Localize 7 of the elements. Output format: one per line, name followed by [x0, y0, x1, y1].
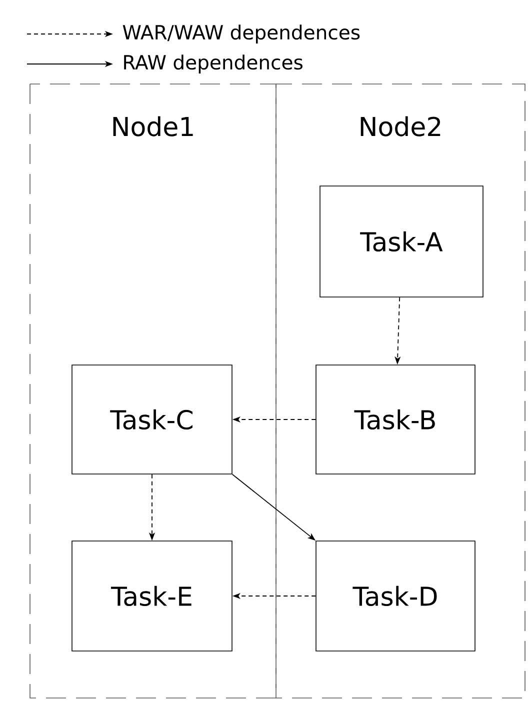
legend-text: WAR/WAW dependences	[122, 24, 360, 44]
task-box: Task-A	[320, 186, 484, 298]
legend-text: RAW dependences	[124, 54, 302, 74]
task-box: Task-E	[72, 540, 232, 652]
task-box: Task-B	[316, 364, 476, 474]
task-box: Task-D	[316, 540, 476, 652]
task-box: Task-C	[72, 364, 232, 474]
